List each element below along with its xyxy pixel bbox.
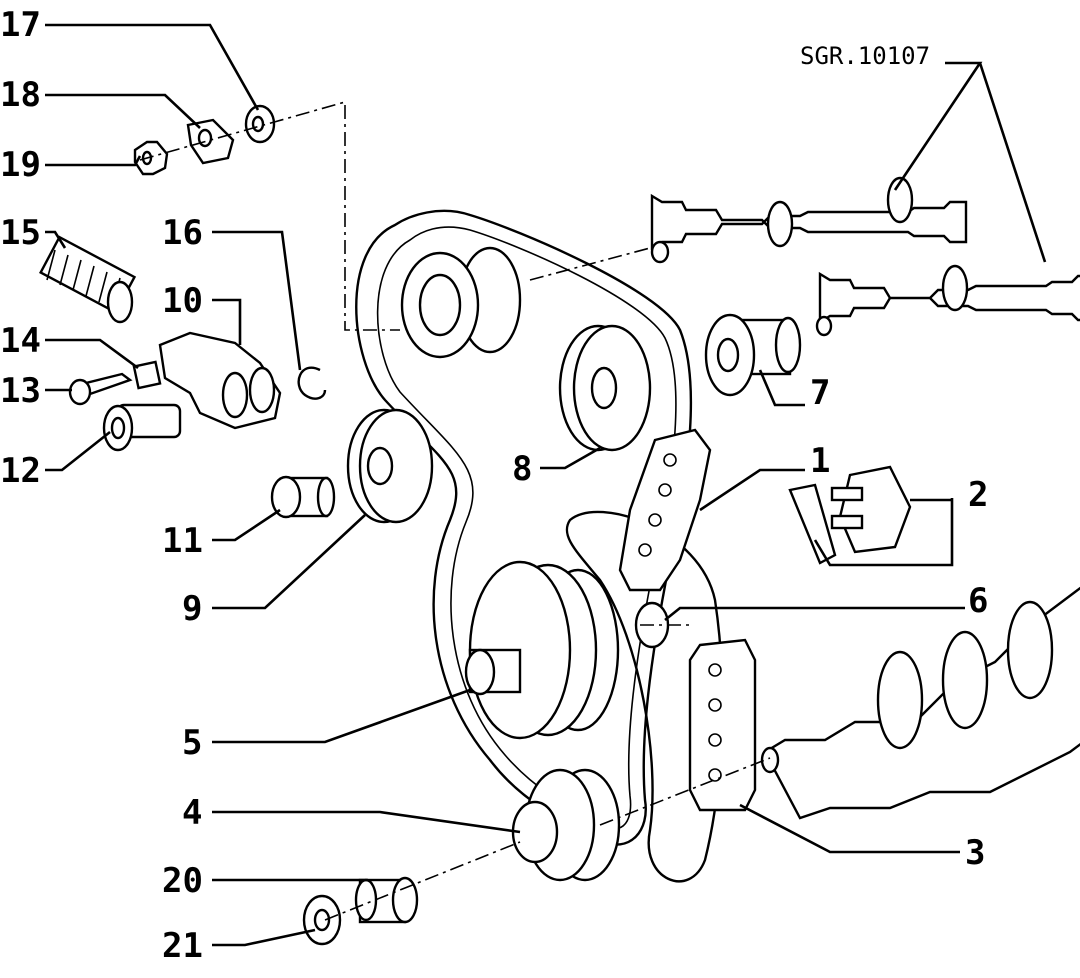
callout-3: 3 — [965, 833, 985, 873]
lock-plate-14 — [132, 360, 162, 390]
sprocket-4 — [511, 768, 621, 882]
chain-link-2 — [788, 465, 912, 565]
callout-11: 11 — [162, 521, 203, 561]
sprocket-5 — [464, 560, 620, 740]
drawing-code: SGR.10107 — [800, 42, 930, 70]
callout-21: 21 — [162, 926, 203, 966]
chain-1 — [618, 428, 712, 592]
hex-nut-19 — [133, 140, 169, 176]
callout-15: 15 — [0, 213, 41, 253]
circlip-16 — [297, 366, 327, 400]
callout-10: 10 — [162, 281, 203, 321]
callout-14: 14 — [0, 321, 41, 361]
tab-washer-18 — [186, 118, 235, 165]
sprocket-camshaft-top — [400, 246, 522, 359]
callout-6: 6 — [968, 581, 988, 621]
sprocket-8 — [558, 324, 652, 452]
sprocket-7-hub — [704, 313, 802, 397]
bushing-11 — [270, 475, 336, 519]
camshaft-upper — [650, 176, 968, 264]
callout-9: 9 — [182, 589, 202, 629]
callout-17: 17 — [0, 5, 41, 45]
camshaft-lower — [815, 264, 1080, 337]
callout-16: 16 — [162, 213, 203, 253]
washer-17 — [244, 104, 276, 144]
pivot-pin-12 — [102, 403, 182, 452]
callout-18: 18 — [0, 75, 41, 115]
screw-13 — [68, 372, 133, 406]
callout-5: 5 — [182, 723, 202, 763]
callout-7: 7 — [810, 373, 830, 413]
tensioner-arm-10 — [158, 331, 282, 430]
washer-21 — [302, 894, 342, 946]
callout-2: 2 — [968, 475, 988, 515]
sprocket-9 — [346, 408, 434, 524]
callout-1: 1 — [810, 441, 830, 481]
callout-labels: 17 18 19 15 16 10 14 13 12 11 9 5 4 20 2… — [0, 5, 988, 966]
chain-3 — [688, 638, 757, 812]
callout-4: 4 — [182, 793, 202, 833]
crankshaft — [760, 586, 1080, 820]
spring-15 — [39, 235, 137, 324]
leader-lines — [45, 23, 1047, 947]
gear-20 — [354, 876, 419, 924]
callout-20: 20 — [162, 861, 203, 901]
callout-19: 19 — [0, 145, 41, 185]
callout-8: 8 — [512, 449, 532, 489]
callout-12: 12 — [0, 451, 41, 491]
callout-13: 13 — [0, 371, 41, 411]
